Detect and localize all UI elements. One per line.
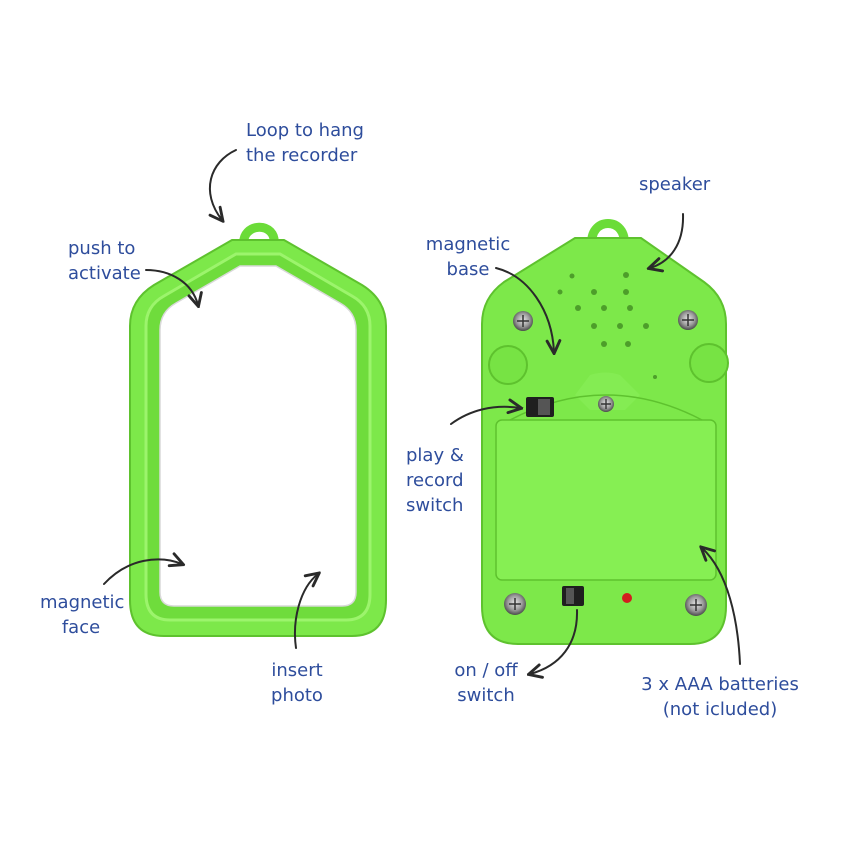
label-insert-photo-line2: photo	[271, 685, 323, 706]
label-speaker: speaker	[639, 172, 710, 197]
label-magnetic-face-line1: magnetic	[40, 592, 125, 613]
screw-top-right	[678, 310, 698, 330]
back-housing	[481, 219, 729, 645]
label-speaker-line1: speaker	[639, 174, 711, 195]
label-batteries: 3 x AAA batteries (not icluded)	[630, 672, 810, 722]
label-loop: Loop to hang the recorder	[246, 118, 364, 168]
battery-door	[495, 419, 717, 581]
label-magnetic-base-line1: magnetic	[425, 234, 511, 255]
label-push-line2: activate	[68, 263, 141, 284]
label-play-record: play & record switch	[406, 443, 464, 518]
label-on-off-line1: on / off	[454, 660, 518, 681]
red-led	[622, 593, 632, 603]
screw-bottom-right	[685, 594, 707, 616]
label-push-line1: push to	[68, 238, 136, 259]
on-off-switch	[562, 586, 584, 606]
label-play-record-line1: play &	[406, 445, 464, 466]
screw-center	[598, 396, 614, 412]
magnet-bump-left	[488, 345, 528, 385]
arrow-batteries	[702, 548, 741, 665]
front-frame	[129, 222, 387, 637]
label-on-off-line2: switch	[457, 685, 515, 706]
label-batteries-line1: 3 x AAA batteries	[641, 674, 799, 695]
label-magnetic-face: magnetic face	[40, 590, 125, 640]
label-loop-line2: the recorder	[246, 145, 358, 166]
arrow-magnetic-face	[103, 559, 182, 585]
arrow-play-record	[450, 407, 520, 425]
mic-hole	[653, 375, 657, 379]
label-play-record-line2: record	[406, 470, 464, 491]
label-loop-line1: Loop to hang	[246, 120, 364, 141]
label-on-off: on / off switch	[440, 658, 532, 708]
arrow-magnetic-base	[495, 267, 554, 352]
screw-bottom-left	[504, 593, 526, 615]
speaker-grille	[557, 272, 649, 347]
label-magnetic-face-line2: face	[61, 617, 101, 638]
screw-top-left	[513, 311, 533, 331]
arrow-on-off	[530, 609, 579, 674]
label-play-record-line3: switch	[406, 495, 464, 516]
arrow-loop	[210, 149, 237, 220]
label-insert-photo: insert photo	[262, 658, 332, 708]
play-record-switch	[526, 397, 554, 417]
label-batteries-line2: (not icluded)	[662, 699, 778, 720]
arrow-speaker	[650, 213, 685, 268]
arrow-push	[145, 269, 198, 305]
arrow-insert-photo	[294, 574, 318, 649]
label-magnetic-base-line2: base	[446, 259, 490, 280]
magnet-bump-right	[689, 343, 729, 383]
label-magnetic-base: magnetic base	[424, 232, 512, 282]
label-push-to-activate: push to activate	[68, 236, 141, 286]
label-insert-photo-line1: insert	[271, 660, 323, 681]
